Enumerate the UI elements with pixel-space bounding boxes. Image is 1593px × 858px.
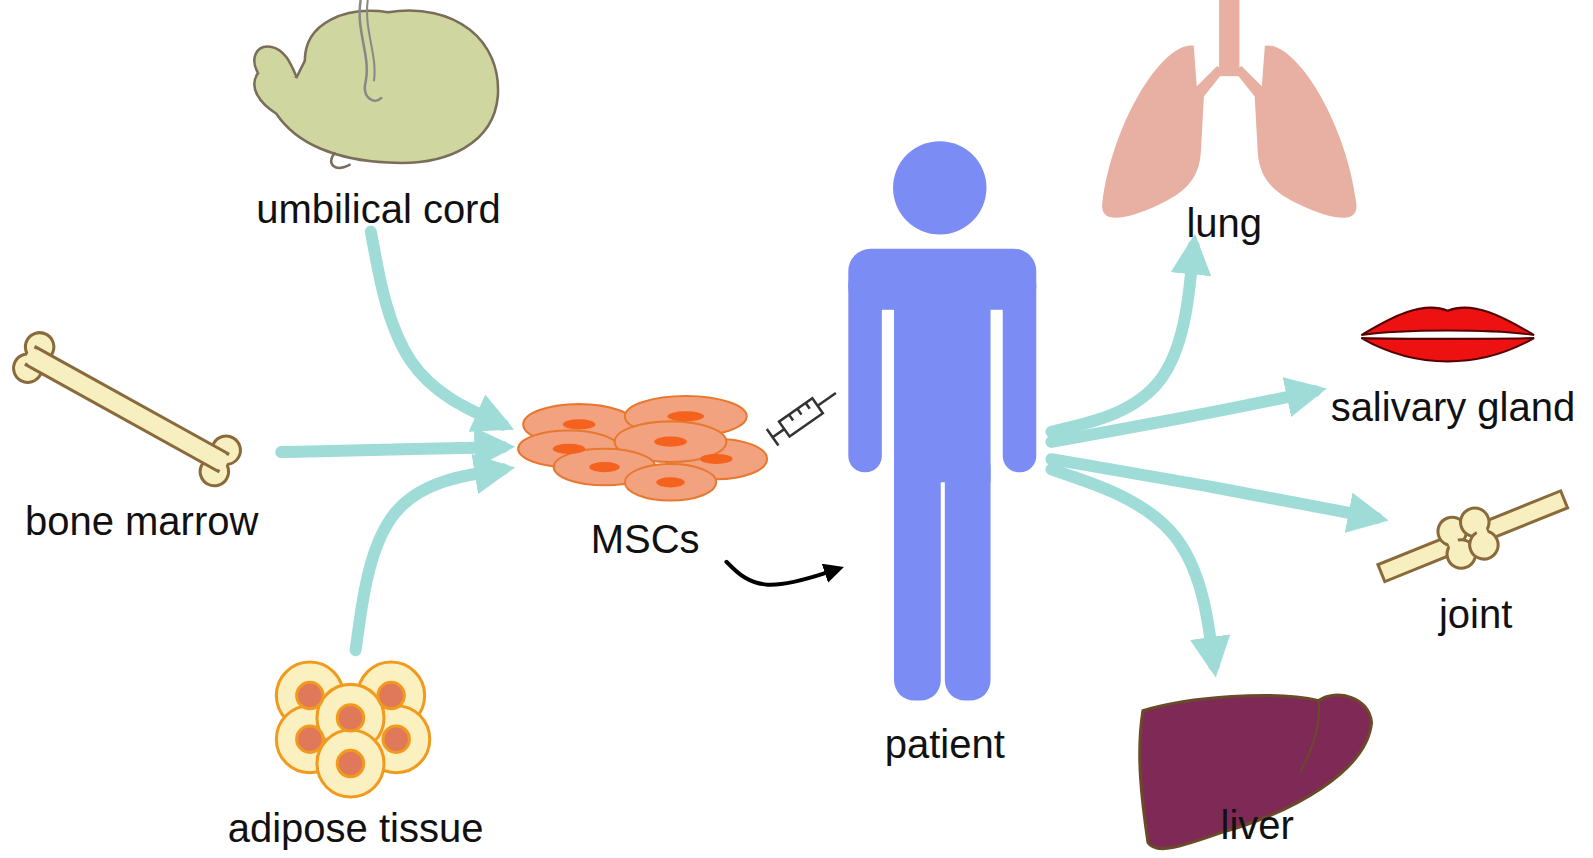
target-organ: joint — [1377, 493, 1575, 637]
flow-arrow — [371, 232, 503, 425]
flow-arrow — [1051, 246, 1193, 432]
target-organ: liver — [1128, 665, 1387, 848]
injection-arrow — [726, 562, 838, 585]
label-wrap: lung — [1092, 200, 1356, 246]
flow-arrow — [1051, 469, 1214, 665]
node-label: salivary gland — [1315, 384, 1591, 430]
fetus-drawing — [254, 0, 498, 168]
label-wrap: joint — [1377, 591, 1575, 637]
label-wrap: patient — [838, 721, 1051, 767]
cell-node: MSCs — [503, 394, 787, 562]
node-label: umbilical cord — [229, 186, 529, 232]
lips-drawing — [1361, 308, 1534, 362]
label-wrap: salivary gland — [1315, 384, 1591, 430]
flow-arrow — [281, 447, 503, 452]
source-node: bone marrow — [2, 325, 281, 543]
target-organ: lung — [1092, 0, 1356, 246]
label-wrap: adipose tissue — [198, 805, 513, 851]
label-wrap: MSCs — [503, 516, 787, 562]
label-wrap: umbilical cord — [229, 186, 529, 232]
bone-drawing — [8, 328, 245, 491]
syringe-icon — [767, 385, 842, 446]
node-label: bone marrow — [2, 498, 281, 544]
node-label: adipose tissue — [198, 805, 513, 851]
node-label: liver — [1128, 802, 1387, 848]
label-wrap: liver — [1128, 802, 1387, 848]
node-label: joint — [1377, 591, 1575, 637]
patient-figure — [848, 141, 1036, 700]
joint-drawing — [1371, 475, 1574, 598]
adipose-cells — [276, 662, 429, 797]
target-organ: salivary gland — [1315, 293, 1591, 430]
source-node: adipose tissue — [198, 650, 513, 851]
label-wrap: bone marrow — [2, 498, 281, 544]
node-label: lung — [1092, 200, 1356, 246]
node-label: patient — [838, 721, 1051, 767]
node-label: MSCs — [503, 516, 787, 562]
lung-drawing — [1102, 0, 1356, 218]
patient-node: patient — [838, 137, 1051, 767]
source-node: umbilical cord — [229, 0, 529, 232]
flow-arrow — [1051, 391, 1314, 442]
msc-cells — [518, 396, 767, 501]
flow-arrow — [356, 469, 503, 650]
